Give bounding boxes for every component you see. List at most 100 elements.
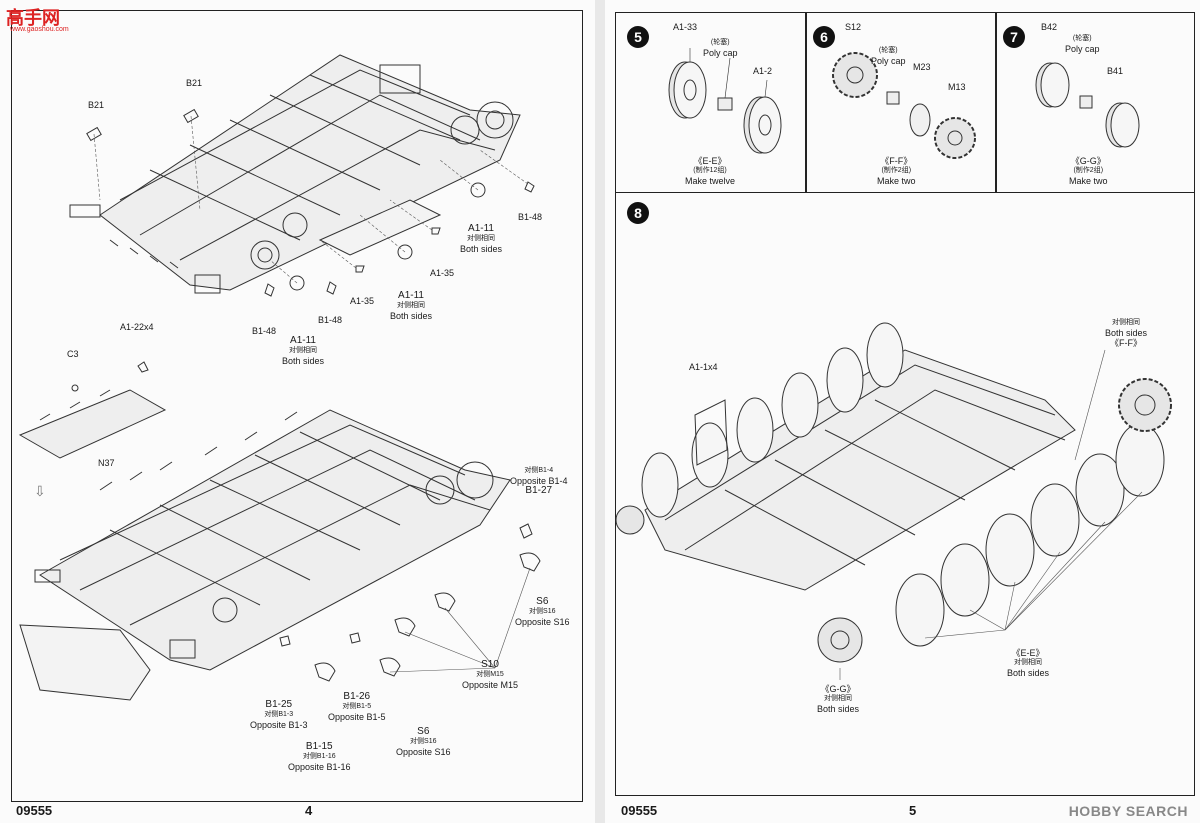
left-page: 高手网 www.gaoshou.com <box>0 0 595 823</box>
note-cn: 对侧M15 <box>476 671 504 678</box>
divider-6-7 <box>995 12 997 192</box>
label-a1-35-a: A1-35 <box>430 268 455 278</box>
callout-b1-26: B1-26 对侧B1-5 Opposite B1-5 <box>328 691 386 723</box>
note-en: Opposite B1-5 <box>328 712 386 722</box>
note-en: Opposite B1-16 <box>288 762 351 772</box>
callout-a1-11-a: A1-11 对侧相同 Both sides <box>460 223 503 255</box>
left-page-code: 09555 <box>16 803 53 818</box>
note-en: Opposite S16 <box>515 617 570 627</box>
part-id: B1-27 <box>525 485 553 496</box>
step-8-ff-callout: 对侧相同 Both sides 《F-F》 <box>1105 318 1147 348</box>
label-a1-33: A1-33 <box>673 22 698 32</box>
callout-a1-11-c: A1-11 对侧相同 Both sides <box>282 335 325 367</box>
label-b41: B41 <box>1107 66 1124 76</box>
note-cn: (制作2组) <box>1073 167 1104 174</box>
label-a1-1: A1-1x4 <box>689 362 718 372</box>
note-en: Both sides <box>282 356 325 366</box>
note-cn: (轮塞) <box>1072 35 1092 42</box>
callout-b1-4: 对侧B1-4 Opposite B1-4 B1-27 <box>510 466 568 496</box>
step-6-number: 6 <box>813 26 835 48</box>
label-b1-48-c: B1-48 <box>252 326 277 336</box>
label-s12: S12 <box>845 22 862 32</box>
part-id: B1-25 <box>265 699 293 710</box>
note-en: Both sides <box>390 311 433 321</box>
step-8-gg-callout: 《G-G》 对侧相同 Both sides <box>817 684 859 714</box>
note-cn: 对侧B1-3 <box>264 711 294 718</box>
label-b21-a: B21 <box>88 100 105 110</box>
label-b1-48-b: B1-48 <box>318 315 343 325</box>
note-cn: 对侧B1-4 <box>524 467 554 474</box>
watermark-url: www.gaoshou.com <box>10 26 69 33</box>
step-7-polycap: (轮塞) Poly cap <box>1065 34 1100 54</box>
label-c3: C3 <box>67 349 79 359</box>
step-6-caption: 《F-F》 (制作2组) Make two <box>877 156 916 186</box>
step-6-drawing <box>832 52 976 159</box>
callout-a1-11-b: A1-11 对侧相同 Both sides <box>390 290 433 322</box>
part-id: A1-11 <box>290 335 316 346</box>
callout-b1-25: B1-25 对侧B1-3 Opposite B1-3 <box>250 699 308 731</box>
note-en: Poly cap <box>1065 44 1100 54</box>
note-en: Both sides <box>1007 668 1050 678</box>
right-page: 5 A1-33 (轮塞) Poly cap A1-2 《E-E》 (制作12组)… <box>605 0 1200 823</box>
label-m23: M23 <box>913 62 931 72</box>
note-cn: 对侧B1-5 <box>342 703 372 710</box>
step-5-number: 5 <box>627 26 649 48</box>
note-en: Opposite M15 <box>462 680 519 690</box>
group-name: 《G-G》 <box>1070 156 1106 166</box>
label-a1-35-b: A1-35 <box>350 296 375 306</box>
group-name: 《F-F》 <box>880 156 913 166</box>
note-cn: 对侧相同 <box>1014 659 1043 666</box>
note-cn: 对侧相同 <box>467 235 496 242</box>
right-page-number: 5 <box>909 803 917 818</box>
note-en: Opposite S16 <box>396 747 451 757</box>
label-b1-48-a: B1-48 <box>518 212 543 222</box>
label-a1-22: A1-22x4 <box>120 322 154 332</box>
part-id: A1-11 <box>398 290 424 301</box>
note-en: Make twelve <box>685 176 736 186</box>
label-b21-b: B21 <box>186 78 203 88</box>
note-cn: 对侧S16 <box>529 608 556 615</box>
label-b42: B42 <box>1041 22 1058 32</box>
note-en: Both sides <box>817 704 860 714</box>
callout-s6-a: S6 对侧S16 Opposite S16 <box>515 596 570 628</box>
part-id: B1-15 <box>305 741 333 752</box>
step-8-drawing <box>615 322 1172 680</box>
step-6-polycap: (轮塞) Poly cap <box>871 46 906 66</box>
step-7-drawing <box>1035 62 1140 148</box>
left-page-frame <box>11 10 583 802</box>
note-cn: 对侧相同 <box>397 302 426 309</box>
callout-s10: S10 对侧M15 Opposite M15 <box>462 659 519 691</box>
note-cn: (制作12组) <box>693 167 727 174</box>
callout-s6-b: S6 对侧S16 Opposite S16 <box>396 726 451 758</box>
part-id: S6 <box>536 596 549 607</box>
step-7-caption: 《G-G》 (制作2组) Make two <box>1069 156 1108 186</box>
step-5-drawing <box>668 48 782 154</box>
left-page-number: 4 <box>305 803 313 818</box>
group-name: 《E-E》 <box>693 156 727 166</box>
hull-drawing-bottom <box>18 361 541 701</box>
right-page-frame <box>615 12 1195 796</box>
note-cn: 对侧B1-16 <box>302 753 336 760</box>
note-cn: 对侧S16 <box>410 738 437 745</box>
step-5-caption: 《E-E》 (制作12组) Make twelve <box>685 156 735 186</box>
note-en: Make two <box>1069 176 1108 186</box>
label-n37: N37 <box>98 458 115 468</box>
part-id: B1-26 <box>343 691 371 702</box>
step-8-number: 8 <box>627 202 649 224</box>
right-page-code: 09555 <box>621 803 658 818</box>
note-cn: 对侧相同 <box>1112 319 1141 326</box>
callout-b1-15: B1-15 对侧B1-16 Opposite B1-16 <box>288 741 351 773</box>
part-id: S6 <box>417 726 430 737</box>
note-en: Both sides <box>460 244 503 254</box>
label-m13: M13 <box>948 82 966 92</box>
note-cn: (轮塞) <box>710 39 730 46</box>
note-cn: (轮塞) <box>878 47 898 54</box>
part-id: A1-11 <box>468 223 494 234</box>
divider-5-6 <box>805 12 807 192</box>
group-name: 《G-G》 <box>820 684 856 694</box>
group-name: 《F-F》 <box>1110 338 1143 348</box>
note-en: Opposite B1-4 <box>510 476 568 486</box>
note-en: Both sides <box>1105 328 1148 338</box>
part-id: S10 <box>481 659 499 670</box>
step-7-number: 7 <box>1003 26 1025 48</box>
